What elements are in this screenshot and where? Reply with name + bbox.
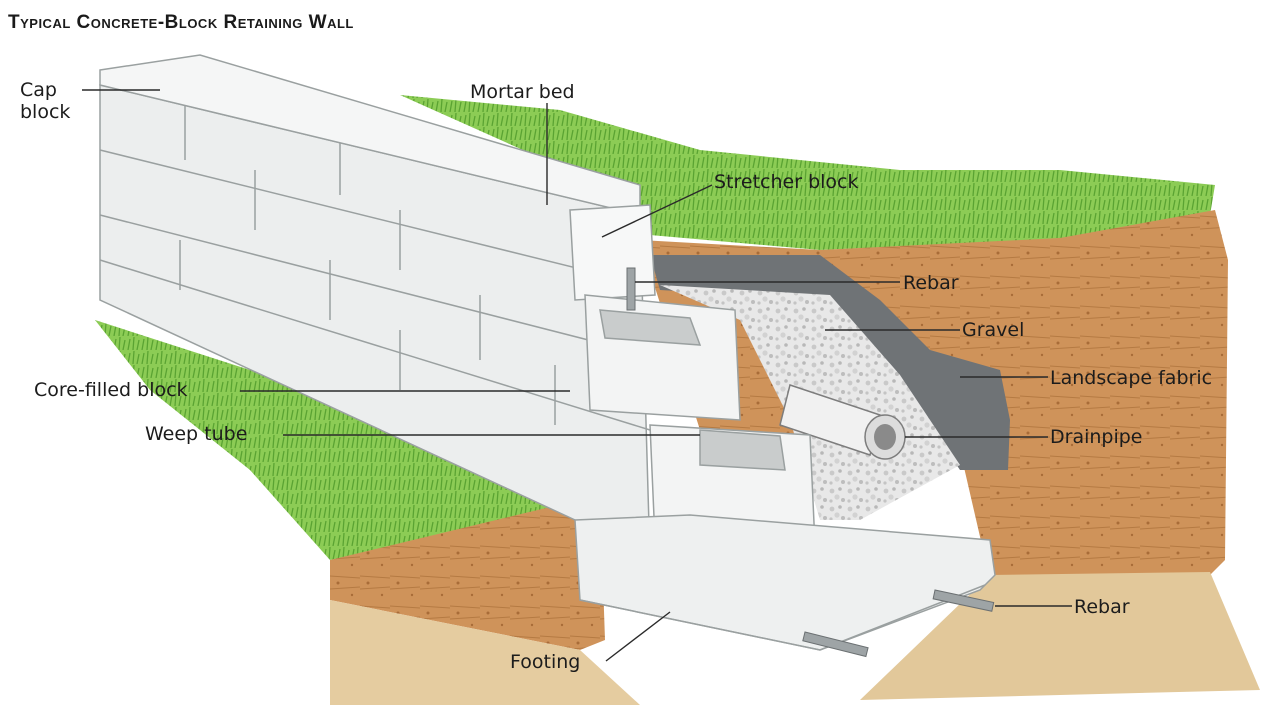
diagram-title: Typical Concrete-Block Retaining Wall <box>8 12 354 33</box>
grass-top-right <box>400 95 1215 250</box>
label-footing: Footing <box>510 651 581 673</box>
label-cap-block: Cap block <box>20 79 71 123</box>
grass-front-left <box>95 320 600 560</box>
label-gravel: Gravel <box>962 319 1025 341</box>
label-core-filled-block: Core-filled block <box>34 379 188 401</box>
label-rebar-top: Rebar <box>903 272 959 294</box>
label-stretcher-block: Stretcher block <box>714 171 859 193</box>
label-mortar-bed: Mortar bed <box>470 81 575 103</box>
rebar-horizontal <box>802 589 995 658</box>
block-wall <box>99 54 816 562</box>
label-weep-tube: Weep tube <box>145 423 248 445</box>
footing <box>574 514 996 651</box>
label-landscape-fabric: Landscape fabric <box>1050 367 1213 389</box>
label-rebar-bottom: Rebar <box>1074 596 1130 618</box>
soil-front-left <box>330 495 605 650</box>
leader-lines <box>82 89 1072 662</box>
rebar-vertical <box>626 267 636 311</box>
label-drainpipe: Drainpipe <box>1050 426 1143 448</box>
